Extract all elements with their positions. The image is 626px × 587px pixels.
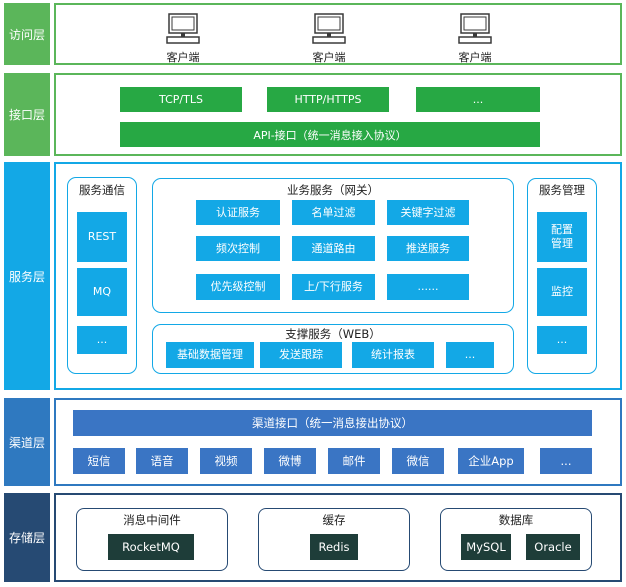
storage-group-title: 数据库: [498, 513, 534, 527]
panel-title: 支撑服务（WEB）: [285, 327, 381, 341]
service-layer-frame: [54, 162, 622, 390]
storage-mysql: MySQL: [461, 534, 511, 560]
interface-layer-frame: [54, 73, 622, 156]
interface-layer-label: 接口层: [4, 73, 50, 156]
biz-item-list-filter: 名单过滤: [292, 200, 375, 225]
client-1: 客户端: [148, 12, 218, 65]
comm-rest: REST: [77, 212, 127, 262]
client-2: 客户端: [294, 12, 364, 65]
channel-layer-label: 渠道层: [4, 398, 50, 486]
biz-item-more: ......: [387, 274, 469, 300]
support-item-basic-data: 基础数据管理: [166, 342, 254, 368]
storage-rocketmq: RocketMQ: [108, 534, 194, 560]
biz-item-frequency: 频次控制: [196, 236, 280, 261]
api-interface-box: API-接口（统一消息接入协议）: [120, 122, 540, 147]
client-label: 客户端: [166, 51, 200, 64]
biz-item-up-down: 上/下行服务: [292, 274, 375, 300]
panel-title: 服务通信: [79, 183, 125, 197]
service-layer-label: 服务层: [4, 162, 50, 390]
computer-icon: [458, 13, 492, 44]
biz-item-routing: 通道路由: [292, 236, 375, 261]
mgmt-config: 配置 管理: [537, 212, 587, 262]
protocol-tcp-tls: TCP/TLS: [120, 87, 242, 112]
channel-email: 邮件: [328, 448, 380, 474]
client-3: 客户端: [440, 12, 510, 65]
computer-icon: [166, 13, 200, 44]
channel-more: ...: [540, 448, 592, 474]
storage-oracle: Oracle: [526, 534, 580, 560]
channel-wechat: 微信: [392, 448, 444, 474]
access-layer-label: 访问层: [4, 3, 50, 65]
support-item-reports: 统计报表: [352, 342, 434, 368]
client-label: 客户端: [312, 51, 346, 64]
channel-enterprise-app: 企业App: [458, 448, 524, 474]
channel-layer-frame: [54, 398, 622, 486]
channel-voice: 语音: [136, 448, 188, 474]
storage-layer-frame: [54, 493, 622, 582]
biz-item-keyword-filter: 关键字过滤: [387, 200, 469, 225]
biz-item-push: 推送服务: [387, 236, 469, 261]
access-layer-frame: [54, 3, 622, 65]
storage-redis: Redis: [310, 534, 358, 560]
biz-item-auth: 认证服务: [196, 200, 280, 225]
storage-group-title: 缓存: [322, 513, 346, 527]
panel-title: 业务服务（网关）: [287, 183, 379, 197]
storage-group-title: 消息中间件: [123, 513, 181, 527]
biz-item-priority: 优先级控制: [196, 274, 280, 300]
channel-sms: 短信: [73, 448, 125, 474]
protocol-more: ...: [416, 87, 540, 112]
channel-weibo: 微博: [264, 448, 316, 474]
channel-video: 视频: [200, 448, 252, 474]
panel-title: 服务管理: [539, 183, 585, 197]
comm-more: ...: [77, 326, 127, 354]
protocol-http-https: HTTP/HTTPS: [267, 87, 389, 112]
mgmt-monitor: 监控: [537, 268, 587, 316]
comm-mq: MQ: [77, 268, 127, 316]
computer-icon: [312, 13, 346, 44]
storage-layer-label: 存储层: [4, 493, 50, 582]
support-item-more: ...: [446, 342, 494, 368]
mgmt-more: ...: [537, 326, 587, 354]
client-label: 客户端: [458, 51, 492, 64]
channel-interface-box: 渠道接口（统一消息接出协议）: [73, 410, 592, 436]
support-item-tracking: 发送跟踪: [260, 342, 342, 368]
